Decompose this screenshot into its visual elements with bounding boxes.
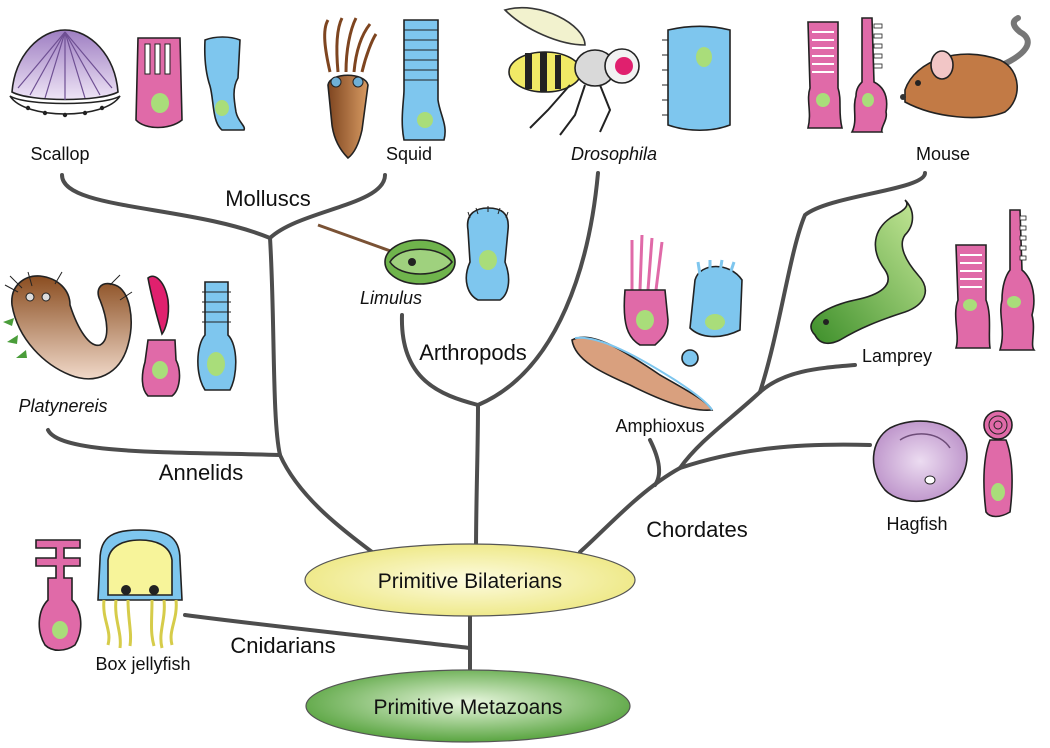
hagfish-illustration: [872, 420, 968, 502]
branch-lophotrochozoa-stem: [278, 453, 374, 554]
node-primitive-bilaterians: Primitive Bilaterians: [304, 543, 636, 617]
box-jellyfish-illustration: [97, 529, 183, 649]
limulus-rhabdomeric-cell-icon: [465, 206, 510, 301]
platynereis-ciliary-cell-icon: [141, 275, 181, 397]
branch-arthropods-stem: [474, 403, 480, 554]
group-label-molluscs: Molluscs: [225, 186, 311, 211]
species-label-platynereis: Platynereis: [18, 396, 107, 416]
species-label-mouse: Mouse: [916, 144, 970, 164]
limulus-illustration: [317, 223, 456, 285]
scallop-rhabdomeric-cell-icon: [203, 36, 246, 131]
species-label-limulus: Limulus: [360, 288, 422, 308]
platynereis-illustration: [3, 271, 133, 380]
branch-molluscs-squid: [268, 173, 387, 240]
drosophila-illustration: [503, 6, 640, 136]
branch-mouse: [758, 171, 927, 394]
box-jellyfish-ciliary-cell-icon: [35, 539, 82, 652]
branch-hagfish: [678, 442, 872, 470]
branch-molluscs-scallop: [60, 173, 272, 240]
node-primitive-bilaterians-label: Primitive Bilaterians: [378, 570, 562, 593]
squid-illustration: [323, 17, 378, 160]
group-label-cnidarians: Cnidarians: [230, 633, 335, 658]
tree-branches: [46, 171, 927, 674]
squid-rhabdomeric-cell-icon: [401, 19, 446, 141]
lamprey-ciliary-cell-icon-1: [954, 244, 991, 349]
drosophila-rhabdomeric-cell-icon: [662, 25, 731, 131]
branch-chordates-stem: [578, 466, 682, 554]
species-label-drosophila: Drosophila: [571, 144, 657, 164]
branch-molluscs-stem: [268, 236, 282, 457]
group-label-chordates: Chordates: [646, 517, 748, 542]
amphioxus-illustration: [571, 336, 714, 411]
lamprey-illustration: [810, 199, 927, 345]
species-label-lamprey: Lamprey: [862, 346, 932, 366]
branch-annelids: [46, 428, 282, 457]
amphioxus-rhabdomeric-cell-icon: [681, 259, 743, 367]
group-label-annelids: Annelids: [159, 460, 243, 485]
node-primitive-metazoans-label: Primitive Metazoans: [373, 696, 562, 719]
mouse-illustration: [900, 15, 1031, 119]
branch-cnidarians: [183, 613, 472, 650]
amphioxus-ciliary-cell-icon: [623, 234, 669, 346]
branch-vertebrate-stem: [678, 390, 762, 470]
species-label-scallop: Scallop: [30, 144, 89, 164]
branch-lamprey: [758, 363, 857, 394]
mouse-ciliary-cell-icon-1: [806, 21, 844, 129]
scallop-illustration: [9, 29, 121, 118]
species-label-amphioxus: Amphioxus: [615, 416, 704, 436]
group-label-arthropods: Arthropods: [419, 340, 527, 365]
mouse-ciliary-cell-icon-2: [850, 17, 888, 133]
branch-drosophila: [476, 171, 600, 407]
scallop-ciliary-cell-icon: [135, 37, 183, 129]
lamprey-ciliary-cell-icon-2: [998, 209, 1036, 351]
species-label-hagfish: Hagfish: [886, 514, 947, 534]
species-label-squid: Squid: [386, 144, 432, 164]
node-primitive-metazoans: Primitive Metazoans: [305, 669, 631, 743]
platynereis-rhabdomeric-cell-icon: [197, 281, 237, 391]
species-label-box-jellyfish: Box jellyfish: [95, 654, 190, 674]
branch-amphioxus: [648, 438, 662, 487]
branch-limulus: [399, 313, 480, 407]
hagfish-ciliary-cell-icon: [983, 410, 1013, 518]
